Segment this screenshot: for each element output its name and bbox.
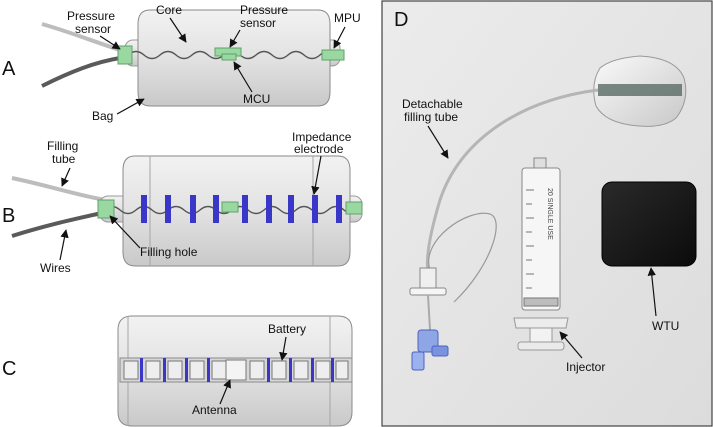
arrow-detachable-filling-tube <box>427 125 449 159</box>
arrow-injector <box>559 331 583 359</box>
tube-stem <box>427 294 431 331</box>
mcu-part <box>221 53 237 61</box>
label-antenna: Antenna <box>192 403 237 417</box>
label-injector: Injector <box>566 360 605 374</box>
electrode-3 <box>190 195 196 223</box>
electrode-1 <box>141 195 147 223</box>
electronics-modules-c <box>123 360 349 380</box>
antenna-part <box>225 359 247 381</box>
syringe: 20 SINGLE USE <box>513 157 569 351</box>
arrow-filling-tube <box>61 167 71 187</box>
wires-b <box>11 210 107 238</box>
balloon-core <box>598 84 682 96</box>
arrow-filling-hole <box>109 215 141 249</box>
electrode-9 <box>336 195 342 223</box>
arrow-wires <box>59 229 69 261</box>
arrow-antenna <box>219 379 231 405</box>
label-battery: Battery <box>268 322 306 336</box>
syringe-thumb <box>517 341 565 351</box>
panel-d: D 20 SINGLE USE <box>381 0 713 427</box>
syringe-graduations <box>526 189 534 289</box>
panel-b: B Filling tube Impedance ele <box>2 130 363 275</box>
electrode-6 <box>266 195 272 223</box>
syringe-plunger-head <box>523 297 559 307</box>
panel-b-letter: B <box>2 205 15 227</box>
tube-flange <box>409 287 447 296</box>
panel-c: C Battery Ant <box>2 315 353 427</box>
arrow-impedance-electrode <box>311 155 322 195</box>
label-wtu: WTU <box>652 319 679 333</box>
tube-loop <box>428 212 497 303</box>
syringe-flange <box>513 317 569 329</box>
arrow-pressure-sensor-center <box>229 29 241 48</box>
syringe-print: 20 SINGLE USE <box>546 188 553 240</box>
label-mpu: MPU <box>334 11 361 25</box>
end-part-b <box>345 201 363 215</box>
valve <box>411 329 449 371</box>
wtu-box <box>601 181 697 267</box>
arrow-core <box>169 17 187 43</box>
wires-a <box>41 56 121 88</box>
label-wires: Wires <box>40 261 71 275</box>
electrode-2 <box>165 195 171 223</box>
electrode-7 <box>288 195 294 223</box>
panel-a: A Pressure sensor Core Pressure sensor M… <box>2 3 361 123</box>
electrode-4 <box>213 195 219 223</box>
detachable-tube <box>425 88 599 273</box>
syringe-barrel <box>521 167 561 311</box>
electrode-8 <box>312 195 318 223</box>
arrow-mcu <box>233 61 253 93</box>
core-part-b <box>221 201 239 213</box>
arrow-battery <box>279 336 288 361</box>
electrode-5 <box>242 195 248 223</box>
impedance-electrodes <box>141 195 342 223</box>
pressure-sensor-left-part <box>117 45 133 65</box>
arrow-pressure-sensor-left <box>99 35 121 50</box>
label-filling-tube: Filling tube <box>47 139 82 166</box>
label-filling-hole: Filling hole <box>140 245 198 259</box>
label-bag: Bag <box>92 109 113 123</box>
electrodes-c <box>140 358 334 382</box>
filling-tube-b <box>11 176 107 202</box>
mpu-part <box>321 49 345 61</box>
arrow-bag <box>116 98 145 115</box>
label-pressure-sensor-left: Pressure sensor <box>67 9 118 36</box>
label-pressure-sensor-center: Pressure sensor <box>240 3 291 30</box>
label-core: Core <box>156 3 182 17</box>
label-impedance-electrode: Impedance electrode <box>292 130 355 156</box>
arrow-wtu <box>647 267 657 317</box>
label-mcu: MCU <box>243 92 270 106</box>
label-detachable-filling-tube: Detachable filling tube <box>402 97 466 124</box>
panel-a-letter: A <box>2 58 16 80</box>
filling-hole-part <box>97 199 115 219</box>
panel-d-letter: D <box>394 9 408 31</box>
panel-c-letter: C <box>2 358 16 380</box>
arrow-mpu <box>333 26 346 49</box>
